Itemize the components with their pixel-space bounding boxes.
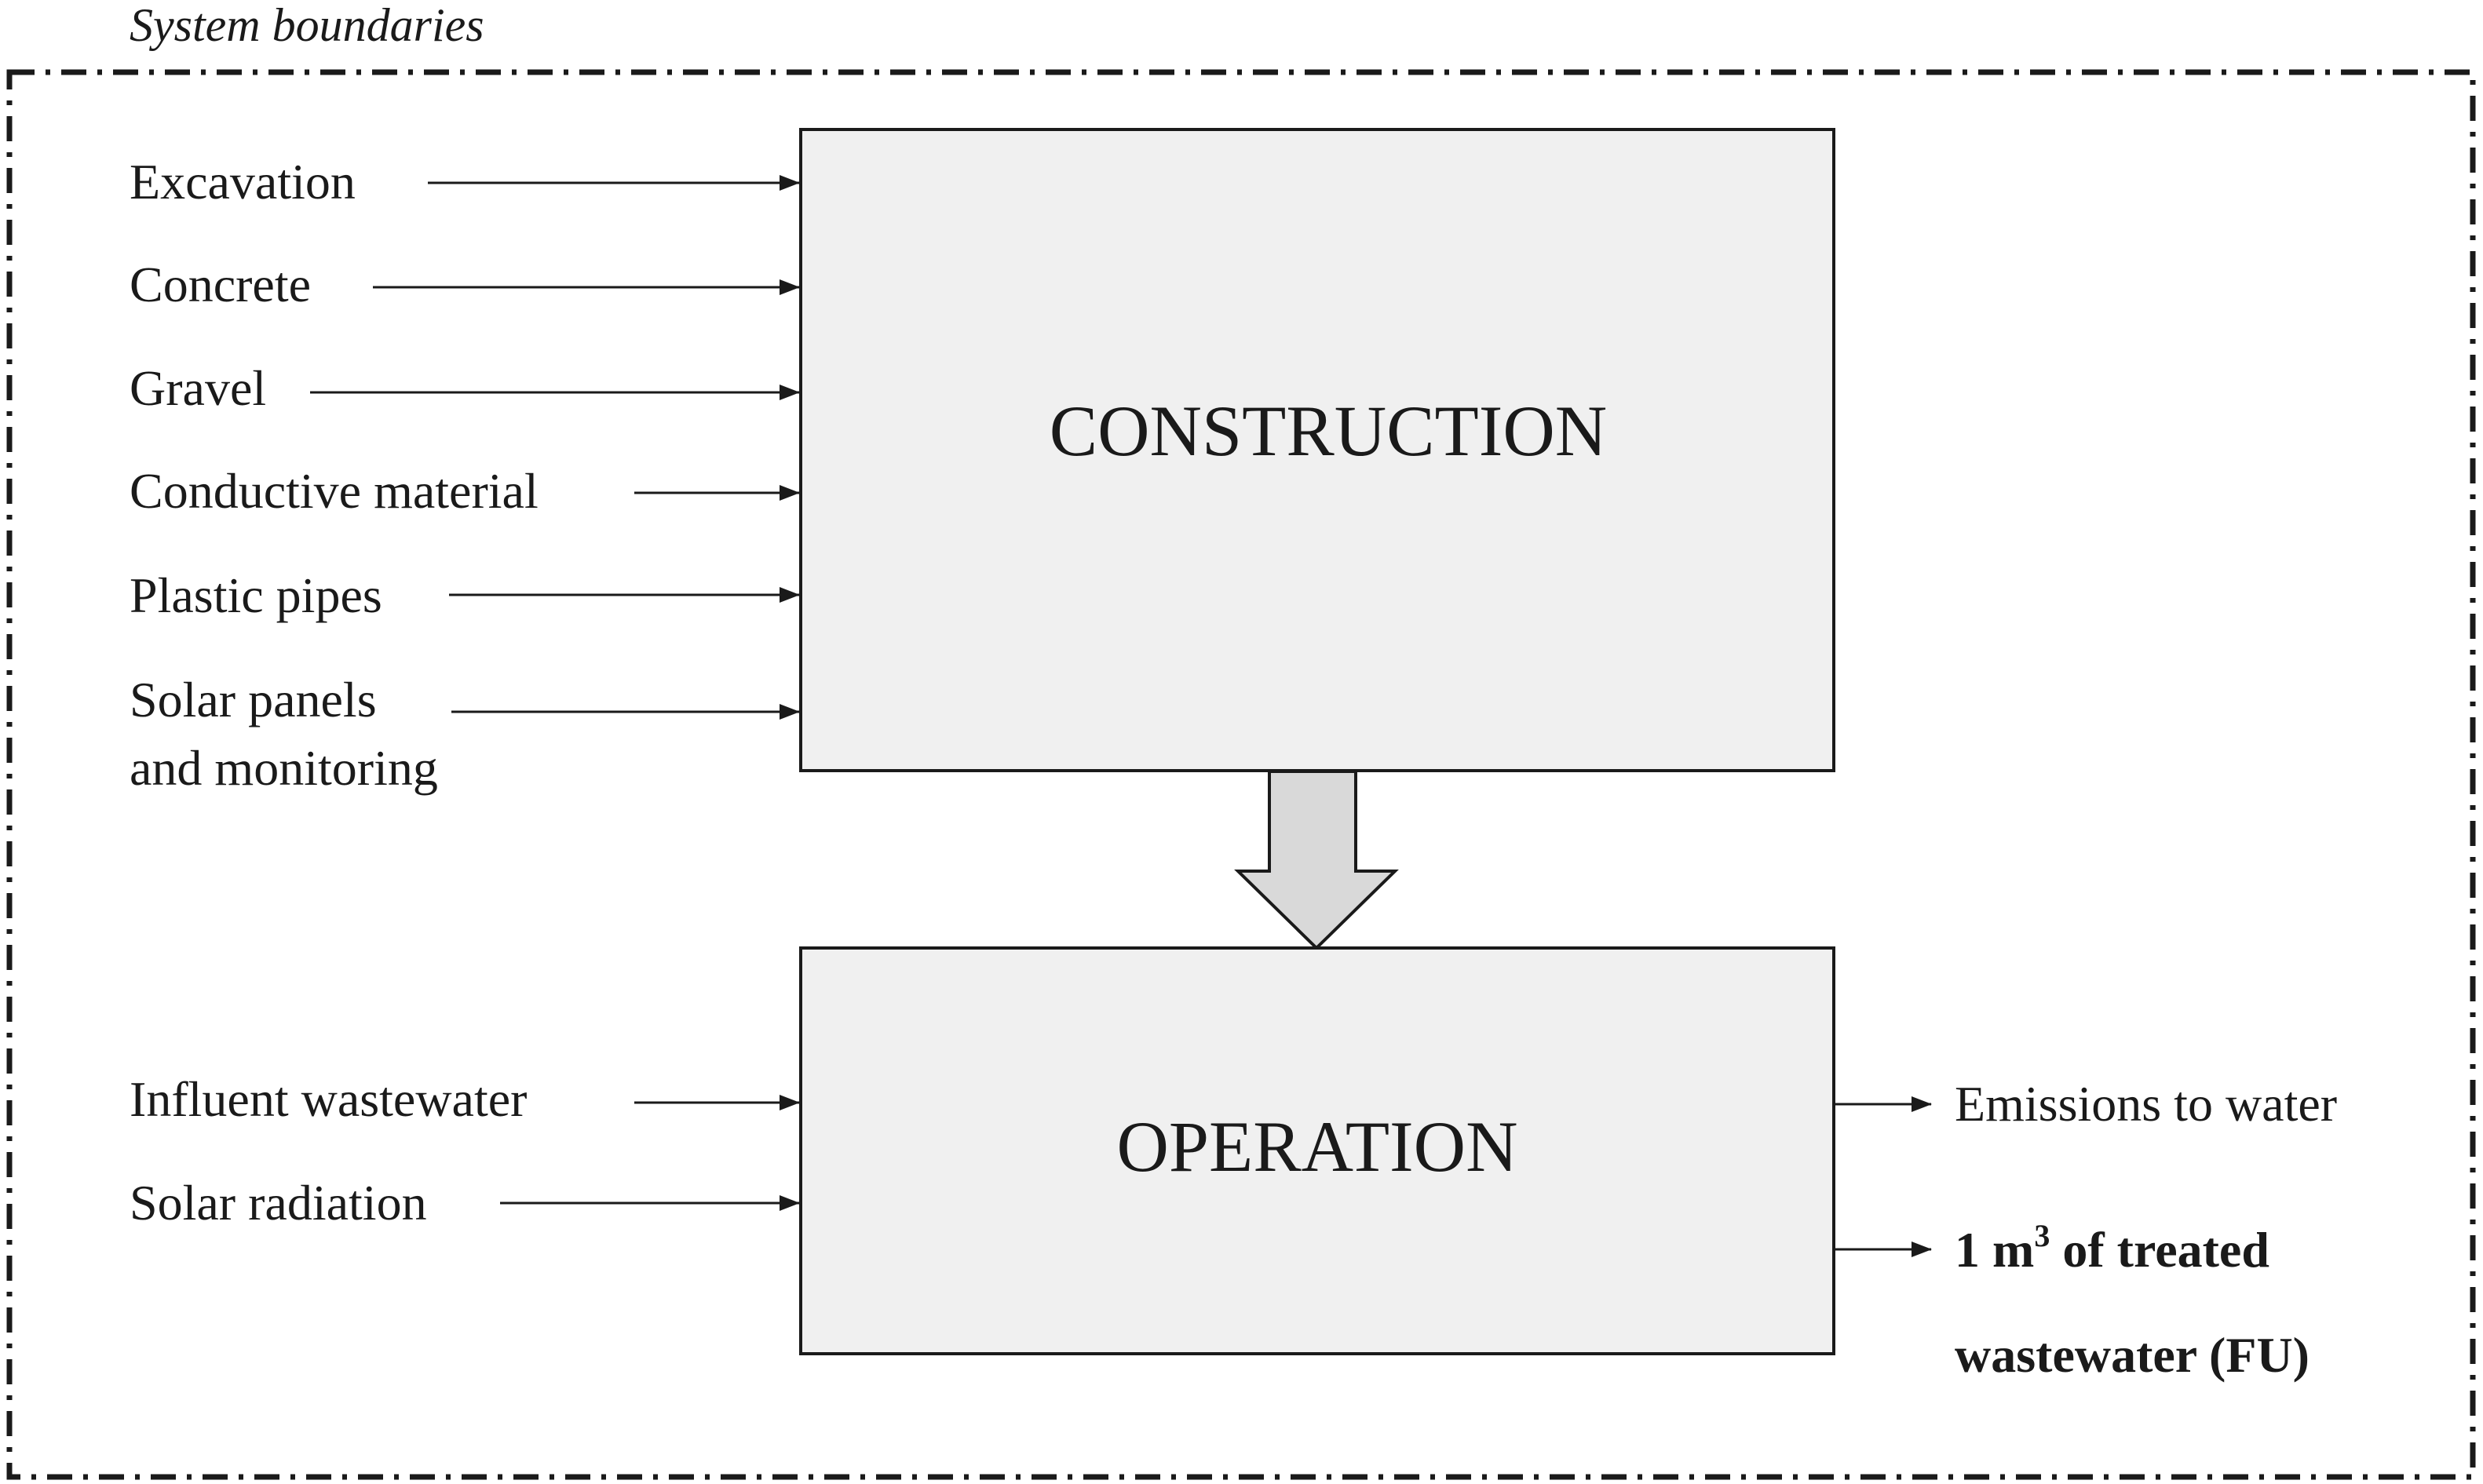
input-influent-wastewater: Influent wastewater [130, 1071, 527, 1127]
output-functional-unit: 1 m3 of treated [1955, 1218, 2269, 1278]
construction-to-operation-arrow [1234, 770, 1399, 950]
operation-title: OPERATION [1116, 1107, 1517, 1187]
output-emissions: Emissions to water [1955, 1076, 2337, 1132]
operation-box [799, 946, 1835, 1355]
output-functional-unit-line2: wastewater (FU) [1955, 1327, 2310, 1383]
input-concrete: Concrete [130, 257, 311, 312]
boundary-title: System boundaries [130, 0, 484, 51]
input-gravel: Gravel [130, 360, 266, 416]
construction-title: CONSTRUCTION [1050, 391, 1607, 471]
construction-box [799, 128, 1835, 772]
input-solar-panels: Solar panels [130, 672, 377, 727]
input-excavation: Excavation [130, 154, 356, 210]
input-solar-panels-line2: and monitoring [130, 740, 438, 796]
input-plastic-pipes: Plastic pipes [130, 567, 382, 623]
system-boundary-frame [6, 69, 2476, 1480]
input-solar-radiation: Solar radiation [130, 1175, 427, 1231]
input-conductive-material: Conductive material [130, 463, 539, 519]
